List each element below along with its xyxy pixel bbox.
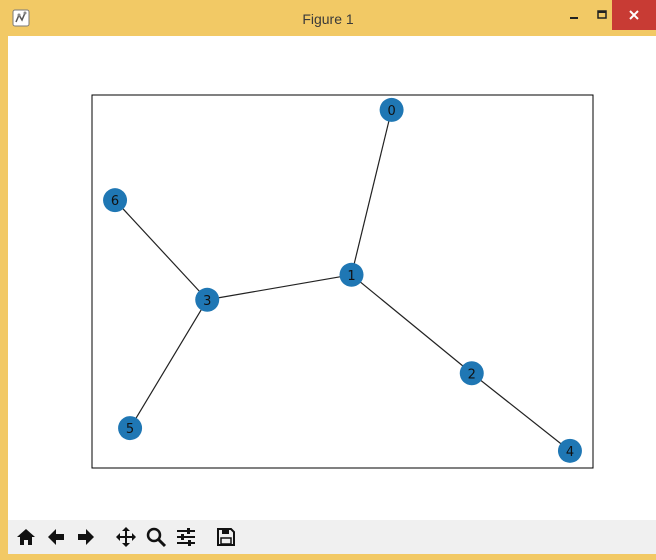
- close-button[interactable]: [612, 0, 656, 30]
- zoom-button[interactable]: [142, 523, 170, 551]
- graph-node-2: [459, 361, 484, 386]
- graph-node-label-5: 5: [126, 422, 134, 437]
- graph-node-6: [103, 188, 128, 213]
- graph-node-4: [557, 438, 582, 463]
- graph-edge-0-1: [350, 109, 393, 275]
- minimize-icon: [570, 17, 578, 19]
- figure-canvas[interactable]: 0 1 2 3 4 5 6: [8, 36, 656, 520]
- title-bar[interactable]: Figure 1: [0, 0, 656, 36]
- figure-canvas-area: 0 1 2 3 4 5 6: [8, 36, 656, 554]
- graph-edge-2-4: [471, 372, 571, 452]
- configure-subplots-button[interactable]: [172, 523, 200, 551]
- graph-node-label-4: 4: [566, 445, 574, 460]
- forward-button[interactable]: [72, 523, 100, 551]
- home-icon: [17, 529, 35, 545]
- home-button[interactable]: [12, 523, 40, 551]
- graph-node-5: [118, 416, 143, 441]
- navigation-toolbar: [8, 520, 656, 554]
- pan-button[interactable]: [112, 523, 140, 551]
- graph-node-label-0: 0: [387, 104, 395, 119]
- axes-frame: [91, 94, 594, 469]
- graph-nodes: 0 1 2 3 4 5 6: [103, 97, 582, 463]
- graph-node-3: [195, 287, 220, 312]
- window-title: Figure 1: [302, 11, 354, 27]
- save-button[interactable]: [212, 523, 240, 551]
- graph-edge-3-6: [114, 199, 208, 301]
- graph-edges: [114, 109, 571, 452]
- matplotlib-figure-icon[interactable]: [12, 9, 30, 27]
- close-icon: [629, 10, 639, 20]
- graph-node-0: [379, 97, 404, 122]
- graph-node-1: [339, 262, 364, 287]
- graph-node-label-2: 2: [468, 367, 476, 382]
- maximize-icon: [597, 10, 607, 19]
- floppy-disk-icon: [217, 528, 235, 546]
- graph-node-label-6: 6: [111, 194, 119, 209]
- graph-edge-3-5: [129, 299, 208, 429]
- magnifier-icon: [146, 527, 167, 548]
- arrow-right-icon: [78, 529, 94, 545]
- back-button[interactable]: [42, 523, 70, 551]
- graph-node-label-1: 1: [347, 269, 355, 284]
- minimize-button[interactable]: [560, 0, 588, 30]
- arrow-left-icon: [48, 529, 64, 545]
- sliders-icon: [177, 528, 195, 546]
- graph-node-label-3: 3: [203, 294, 211, 309]
- graph-edge-1-2: [351, 274, 473, 374]
- move-icon: [116, 527, 136, 547]
- graph-edge-1-3: [207, 274, 352, 301]
- maximize-button[interactable]: [588, 0, 616, 30]
